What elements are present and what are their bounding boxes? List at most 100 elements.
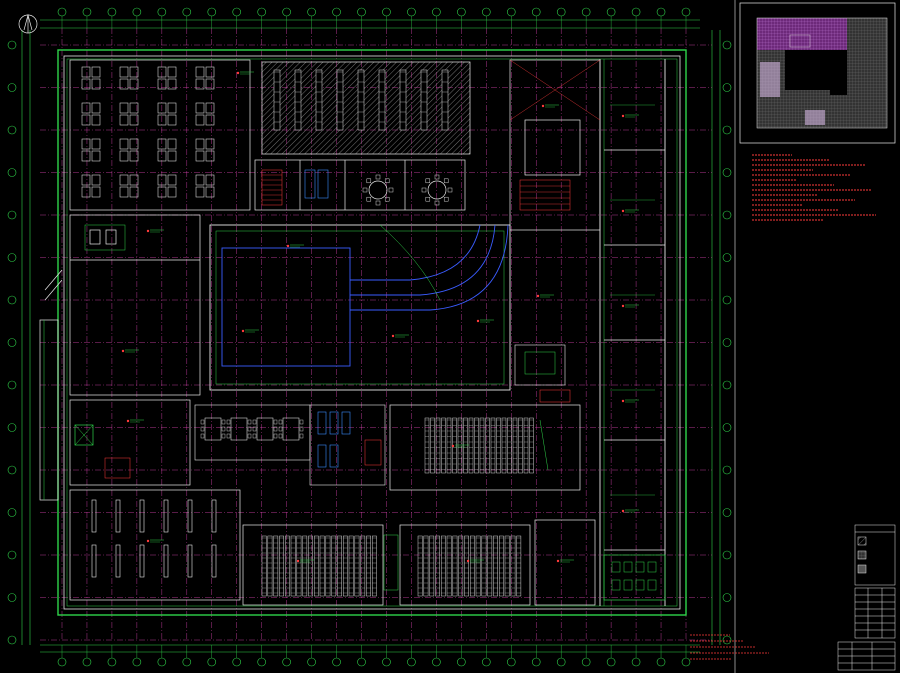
axis-bubble-left (7, 83, 17, 92)
right-rooms (603, 104, 666, 601)
axis-bubble-right (722, 550, 732, 560)
axis-bubble-right (722, 83, 732, 92)
axis-bubble-bottom (531, 657, 541, 667)
axis-bubble-left (7, 168, 17, 177)
axis-bubble-right (722, 593, 732, 602)
axis-bubble-top (132, 7, 142, 17)
dining-table-set (200, 417, 304, 441)
axis-bubble-top (457, 7, 466, 17)
axis-bubble-right (722, 253, 732, 262)
axis-bubble-left (7, 295, 17, 305)
axis-bubble-top (432, 7, 441, 17)
central-courtyard (209, 224, 511, 391)
axis-bubble-bottom (681, 657, 691, 667)
general-notes (690, 154, 876, 660)
axis-bubble-bottom (556, 657, 566, 667)
auditorium-seats (261, 535, 522, 597)
axis-bubble-left (7, 423, 17, 432)
lecture-hall-middle (389, 404, 581, 491)
axis-bubble-bottom (656, 657, 666, 667)
axis-bubble-top (332, 7, 341, 17)
lecture-seats-middle (424, 417, 534, 474)
axis-bubble-bottom (631, 657, 641, 667)
axis-bubble-top (107, 7, 117, 17)
title-panel (690, 0, 896, 673)
axis-bubble-bottom (407, 657, 416, 667)
axis-bubble-bottom (107, 657, 117, 667)
axis-bubble-left (7, 380, 17, 390)
dimension-lines (21, 19, 721, 653)
axis-bubble-right (722, 125, 732, 135)
axis-bubble-right (722, 635, 732, 645)
axis-bubble-left (7, 635, 17, 645)
axis-bubble-bottom (382, 657, 391, 667)
axis-bubble-bottom (506, 657, 516, 667)
axis-bubble-top (82, 7, 92, 17)
core-block-top-right (509, 59, 601, 231)
axis-bubble-top (182, 7, 192, 17)
axis-bubble-bottom (182, 657, 192, 667)
axis-bubble-bottom (232, 657, 242, 667)
axis-bubble-top (157, 7, 167, 17)
axis-bubble-bottom (82, 657, 92, 667)
axis-bubble-top (282, 7, 291, 17)
axis-bubble-bottom (482, 657, 491, 667)
axis-bubble-bottom (257, 657, 266, 667)
axis-bubble-left (7, 593, 17, 602)
mid-top-rooms (254, 159, 466, 211)
axis-bubble-left (7, 125, 17, 135)
axis-bubble-right (722, 295, 732, 305)
round-table-seats (362, 174, 453, 206)
axis-bubble-left (7, 508, 17, 517)
library-hatched-zone (261, 61, 471, 155)
axis-bubble-bottom (57, 657, 67, 667)
axis-bubble-right (722, 40, 732, 50)
auditorium-bottom (242, 519, 596, 606)
axis-bubble-left (7, 465, 17, 475)
axis-bubble-top (232, 7, 242, 17)
axis-bubble-left (7, 40, 17, 50)
key-plan (756, 17, 888, 129)
lab-benches (91, 499, 217, 578)
axis-bubble-right (722, 508, 732, 517)
drawing-annotations (121, 71, 639, 563)
axis-bubble-right (722, 465, 732, 475)
axis-bubble-bottom (282, 657, 291, 667)
axis-bubble-top (357, 7, 366, 17)
axis-bubble-top (556, 7, 566, 17)
left-wing-rooms (39, 214, 201, 501)
classroom-top-left (69, 59, 251, 211)
axis-bubble-left (7, 210, 17, 220)
axis-bubble-right (722, 380, 732, 390)
axis-bubble-top (257, 7, 266, 17)
north-arrow-icon (18, 13, 38, 34)
axis-bubble-top (656, 7, 666, 17)
axis-bubble-bottom (132, 657, 142, 667)
axis-bubble-bottom (457, 657, 466, 667)
legend-box (854, 524, 896, 586)
axis-bubble-bottom (581, 657, 591, 667)
axis-bubble-right (722, 168, 732, 177)
axis-bubble-bottom (606, 657, 616, 667)
axis-bubble-left (7, 550, 17, 560)
axis-bubble-top (531, 7, 541, 17)
axis-bubble-right (722, 423, 732, 432)
axis-bubble-bottom (207, 657, 217, 667)
axis-bubble-bottom (432, 657, 441, 667)
axis-bubble-top (506, 7, 516, 17)
mid-core (309, 404, 386, 486)
axis-bubble-top (606, 7, 616, 17)
axis-bubble-left (7, 253, 17, 262)
axis-bubble-left (7, 338, 17, 347)
axis-bubble-bottom (357, 657, 366, 667)
axis-bubble-top (581, 7, 591, 17)
library-shelves (273, 69, 449, 131)
axis-bubble-top (482, 7, 491, 17)
axis-bubble-right (722, 338, 732, 347)
axis-bubble-top (631, 7, 641, 17)
revision-table (854, 587, 896, 639)
axis-bubble-top (207, 7, 217, 17)
classroom-desks-top-left (81, 66, 215, 198)
axis-bubble-bottom (307, 657, 316, 667)
